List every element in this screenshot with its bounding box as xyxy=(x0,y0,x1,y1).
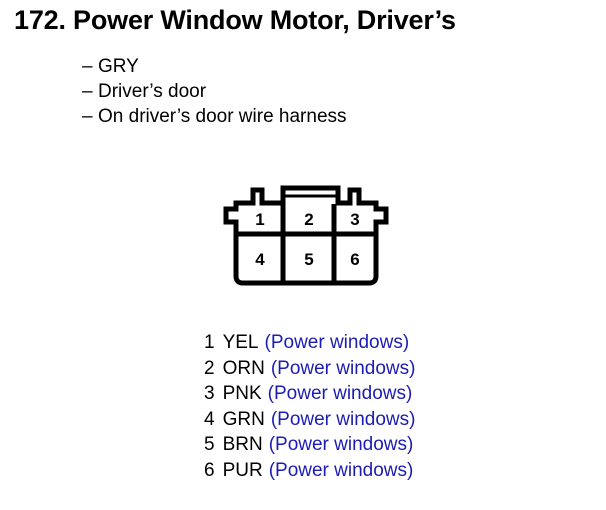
pin-wire-color: BRN xyxy=(222,434,263,455)
attribute-text: On driver’s door wire harness xyxy=(98,106,347,127)
cavity-number-4: 4 xyxy=(255,250,265,269)
pin-description: (Power windows) xyxy=(268,434,414,455)
list-item: 4 GRN(Power windows) xyxy=(204,407,415,433)
list-item: –Driver’s door xyxy=(82,79,347,104)
cavity-number-6: 6 xyxy=(350,250,359,269)
cavity-number-2: 2 xyxy=(304,210,313,229)
list-item: 3 PNK(Power windows) xyxy=(204,381,415,407)
cavity-number-5: 5 xyxy=(304,250,313,269)
connector-diagram: 1 2 3 4 5 6 xyxy=(200,164,410,290)
list-item: –GRY xyxy=(82,54,347,79)
pin-description: (Power windows) xyxy=(267,383,413,404)
pin-description: (Power windows) xyxy=(264,332,410,353)
pin-wire-color: GRN xyxy=(222,408,265,430)
pin-number: 2 xyxy=(204,357,215,379)
pin-description: (Power windows) xyxy=(270,408,416,430)
attribute-text: Driver’s door xyxy=(98,81,207,102)
pin-wire-color: YEL xyxy=(222,332,259,353)
list-item: 5 BRN(Power windows) xyxy=(204,432,415,458)
attribute-text: GRY xyxy=(98,56,139,77)
attribute-list: –GRY –Driver’s door –On driver’s door wi… xyxy=(82,54,347,129)
dash-bullet-icon: – xyxy=(82,81,93,102)
pin-wire-color: PNK xyxy=(222,383,262,404)
pin-wire-color: PUR xyxy=(222,459,263,481)
dash-bullet-icon: – xyxy=(82,56,93,77)
pin-wire-color: ORN xyxy=(222,357,265,379)
list-item: 2 ORN(Power windows) xyxy=(204,356,415,382)
page-title: 172. Power Window Motor, Driver’s xyxy=(14,5,456,35)
pin-number: 6 xyxy=(204,459,215,481)
list-item: –On driver’s door wire harness xyxy=(82,104,347,129)
pin-number: 1 xyxy=(204,332,215,353)
cavity-number-3: 3 xyxy=(350,210,359,229)
cavity-number-1: 1 xyxy=(255,210,264,229)
pin-description: (Power windows) xyxy=(270,357,416,379)
pin-number: 3 xyxy=(204,383,215,404)
pin-number: 4 xyxy=(204,408,215,430)
list-item: 1 YEL(Power windows) xyxy=(204,330,415,356)
list-item: 6 PUR(Power windows) xyxy=(204,458,415,484)
pin-number: 5 xyxy=(204,434,215,455)
pin-description: (Power windows) xyxy=(268,459,414,481)
connector-outline-svg: 1 2 3 4 5 6 xyxy=(223,185,389,286)
dash-bullet-icon: – xyxy=(82,106,93,127)
connector-body-path xyxy=(223,185,389,286)
